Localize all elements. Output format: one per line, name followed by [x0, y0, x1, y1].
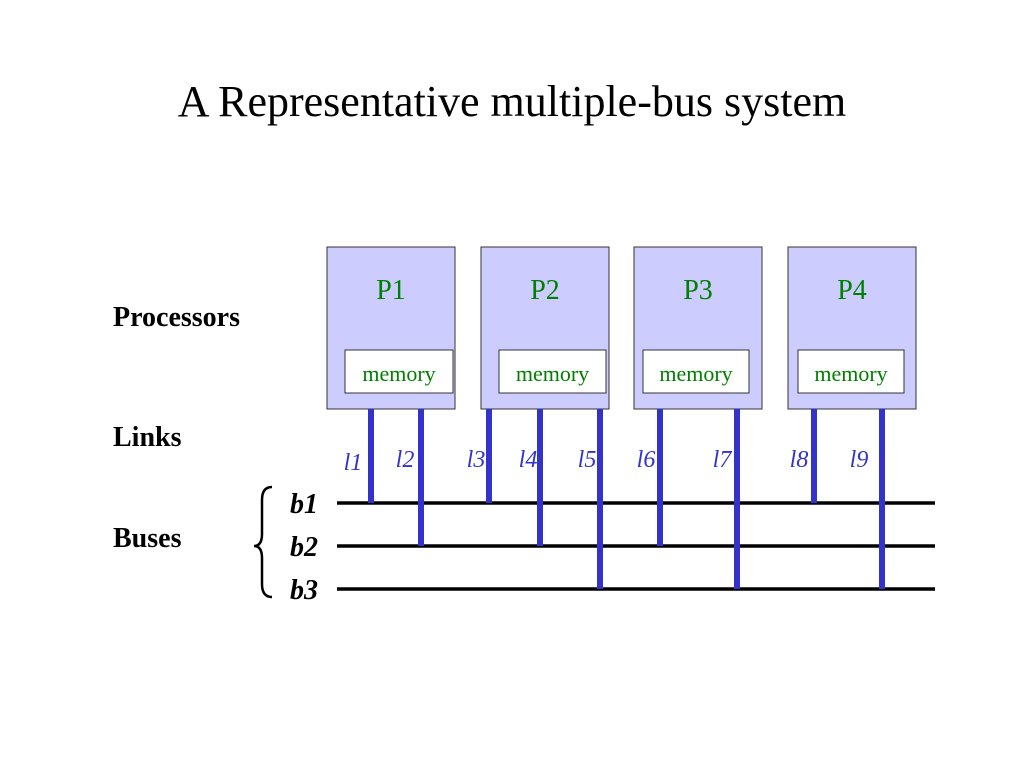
processor-label-P2: P2	[530, 275, 560, 306]
processor-label-P1: P1	[376, 275, 406, 306]
processor-label-P4: P4	[837, 275, 867, 306]
links-label: Links	[113, 422, 182, 453]
memory-label-P2: memory	[516, 361, 589, 386]
link-label-l2: l2	[396, 447, 415, 473]
link-label-l3: l3	[467, 447, 486, 473]
memory-box-P3	[642, 349, 750, 394]
memory-box-P1	[344, 349, 454, 394]
page-title: A Representative multiple-bus system	[177, 77, 847, 126]
bus-label-b3: b3	[290, 575, 318, 606]
bus-label-b1: b1	[290, 489, 318, 520]
memory-box-P4	[797, 349, 905, 394]
buses-label: Buses	[113, 523, 182, 554]
link-label-l4: l4	[519, 447, 538, 473]
memory-label-P3: memory	[659, 361, 732, 386]
link-label-l5: l5	[578, 447, 597, 473]
link-label-l8: l8	[790, 447, 809, 473]
link-label-l1: l1	[344, 450, 363, 476]
processors-label: Processors	[113, 302, 240, 333]
processor-label-P3: P3	[683, 275, 713, 306]
memory-label-P4: memory	[814, 361, 887, 386]
link-label-l6: l6	[637, 447, 656, 473]
bus-brace	[253, 485, 273, 599]
memory-box-P2	[498, 349, 607, 394]
link-label-l9: l9	[850, 447, 869, 473]
link-label-l7: l7	[713, 447, 733, 473]
bus-label-b2: b2	[290, 532, 318, 563]
memory-label-P1: memory	[362, 361, 435, 386]
